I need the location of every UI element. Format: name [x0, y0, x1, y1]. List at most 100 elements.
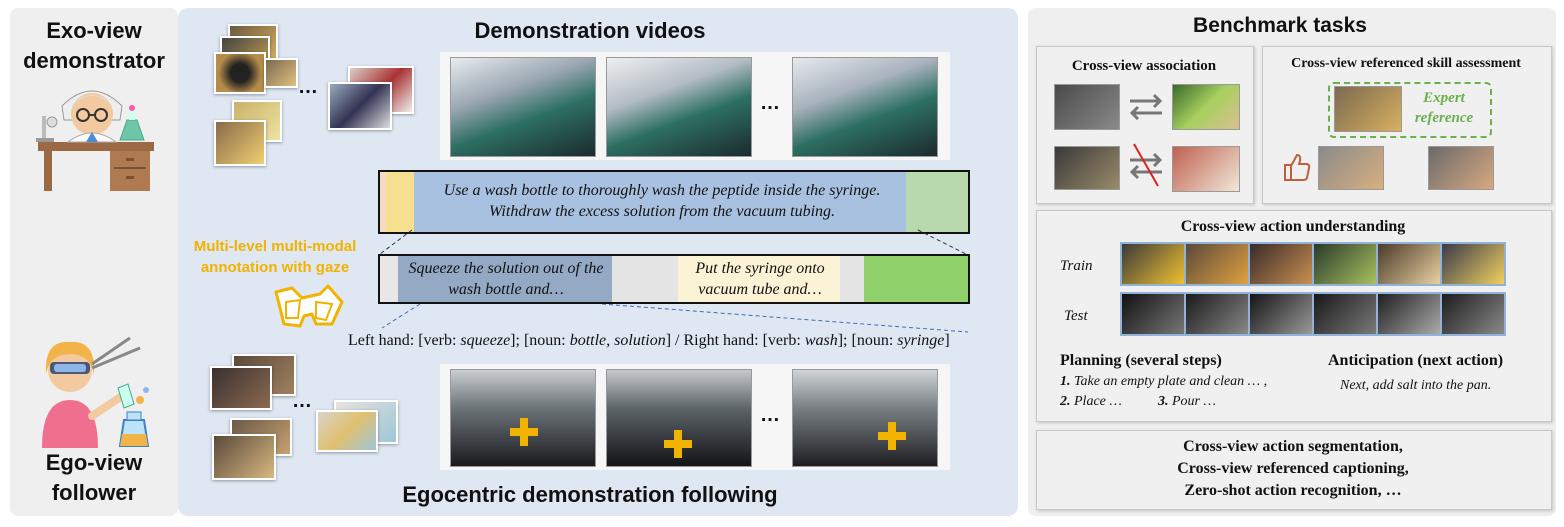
ego-video-frame: [792, 369, 938, 467]
exo-video-frame: [450, 57, 596, 157]
gaze-glasses-icon: [274, 284, 344, 328]
skill-assessment-box: [1262, 46, 1552, 204]
action-understanding-title: Cross-view action understanding: [1180, 218, 1406, 235]
gaze-cross-icon: [664, 430, 692, 458]
skill-frame: [1428, 146, 1494, 190]
hand-annotation-text: Left hand: [verb:: [348, 332, 461, 349]
test-frame: [1442, 294, 1504, 334]
ego-thumbnail: [212, 434, 276, 480]
other-tasks-box: [1036, 430, 1552, 510]
anticipation-title: Anticipation (next action): [1328, 352, 1504, 369]
ego-view-person-icon: [42, 336, 150, 448]
fine-annotation-bar: [378, 254, 970, 304]
coarse-annotation-text: Use a wash bottle to thoroughly wash the…: [443, 182, 881, 220]
expert-frame: [1334, 86, 1402, 132]
train-label: Train: [1060, 258, 1093, 274]
left-verb: squeeze: [460, 332, 511, 349]
gaze-cross-icon: [510, 418, 538, 446]
train-frame: [1442, 244, 1504, 284]
task-segmentation: Cross-view action segmentation,: [1183, 438, 1403, 455]
ego-thumbnail: [210, 366, 272, 410]
segment-grey: [380, 256, 398, 302]
step-text: Place …: [1074, 394, 1122, 409]
test-strip: [1120, 292, 1506, 336]
train-frame: [1122, 244, 1184, 284]
ego-thumbnail: [316, 410, 378, 452]
association-frame: [1054, 84, 1120, 130]
step-number: 3.: [1158, 394, 1169, 409]
hand-annotation-text: ]; [noun:: [837, 332, 898, 349]
test-label: Test: [1064, 308, 1088, 324]
benchmark-tasks-title: Benchmark tasks: [1193, 14, 1367, 37]
test-frame: [1314, 294, 1376, 334]
fine-annotation-text-1: Squeeze the solution out of the wash bot…: [408, 260, 604, 298]
segment-green: [906, 172, 968, 232]
step-number: 2.: [1060, 394, 1071, 409]
train-frame: [1378, 244, 1440, 284]
annotation-label: Multi-level multi-modal annotation with …: [193, 238, 357, 276]
other-tasks-list: Cross-view action segmentation, Cross-vi…: [1036, 436, 1550, 502]
thumbs-up-icon: [1284, 153, 1311, 181]
step-number: 1.: [1060, 374, 1071, 389]
right-noun: syringe: [897, 332, 945, 349]
segment-peach: [380, 172, 386, 232]
step-text: Pour …: [1172, 394, 1216, 409]
planning-step-2: 2. Place …: [1060, 394, 1122, 410]
ellipsis: …: [760, 92, 780, 114]
ellipsis: …: [298, 76, 318, 98]
train-strip: [1120, 242, 1506, 286]
task-captioning: Cross-view referenced captioning,: [1177, 460, 1409, 477]
left-noun: bottle, solution: [569, 332, 666, 349]
step-text: Take an empty plate and clean … ,: [1074, 374, 1268, 389]
exo-thumbnail: [264, 58, 298, 88]
demonstration-videos-title: Demonstration videos: [474, 18, 706, 43]
egocentric-following-title: Egocentric demonstration following: [402, 482, 778, 507]
expert-reference-box: [1328, 82, 1492, 138]
exo-thumbnail: [214, 120, 266, 166]
coarse-annotation-bar: [378, 170, 970, 234]
exo-video-frame: [792, 57, 938, 157]
test-frame: [1250, 294, 1312, 334]
right-verb: wash: [804, 332, 838, 349]
segment-grey: [840, 256, 864, 302]
exo-video-frame: [606, 57, 752, 157]
hand-annotation-text: ]; [noun:: [510, 332, 570, 349]
train-frame: [1250, 244, 1312, 284]
exo-thumbnail: [214, 52, 266, 94]
zoom-connector-lines: [379, 229, 969, 333]
no-match-arrows-icon: [1129, 143, 1163, 187]
gaze-cross-icon: [878, 422, 906, 450]
skill-assessment-title: Cross-view referenced skill assessment: [1291, 56, 1521, 71]
association-frame: [1172, 84, 1240, 130]
hand-annotation: Left hand: [verb: squeeze]; [noun: bottl…: [348, 332, 1018, 350]
task-recognition: Zero-shot action recognition, …: [1184, 482, 1402, 499]
exo-view-title: Exo-view demonstrator: [23, 18, 165, 73]
test-frame: [1378, 294, 1440, 334]
segment-yellow: [386, 172, 414, 232]
expert-reference-label: Expert reference: [1414, 90, 1474, 126]
association-frame: [1172, 146, 1240, 192]
ellipsis: …: [292, 390, 312, 412]
swap-arrows-icon: [1129, 93, 1163, 120]
ego-view-title: Ego-view follower: [45, 450, 143, 505]
train-frame: [1314, 244, 1376, 284]
scientist-desk-icon: [36, 90, 154, 191]
cross-view-association-title: Cross-view association: [1071, 58, 1217, 74]
association-frame: [1054, 146, 1120, 190]
anticipation-text: Next, add salt into the pan.: [1340, 378, 1492, 393]
test-frame: [1122, 294, 1184, 334]
segment-grey: [612, 256, 678, 302]
segment-green: [864, 256, 968, 302]
planning-step-3: 3. Pour …: [1158, 394, 1216, 410]
ellipsis: …: [760, 404, 780, 426]
segment-put: [678, 256, 840, 302]
segment-squeeze: [398, 256, 612, 302]
planning-title: Planning (several steps): [1060, 352, 1222, 369]
exo-thumbnail: [328, 82, 392, 130]
skill-frame: [1318, 146, 1384, 190]
planning-step-1: 1. Take an empty plate and clean … ,: [1060, 374, 1267, 390]
hand-annotation-text: ] / Right hand: [verb:: [665, 332, 805, 349]
test-frame: [1186, 294, 1248, 334]
train-frame: [1186, 244, 1248, 284]
fine-annotation-text-2: Put the syringe onto vacuum tube and…: [695, 260, 825, 298]
